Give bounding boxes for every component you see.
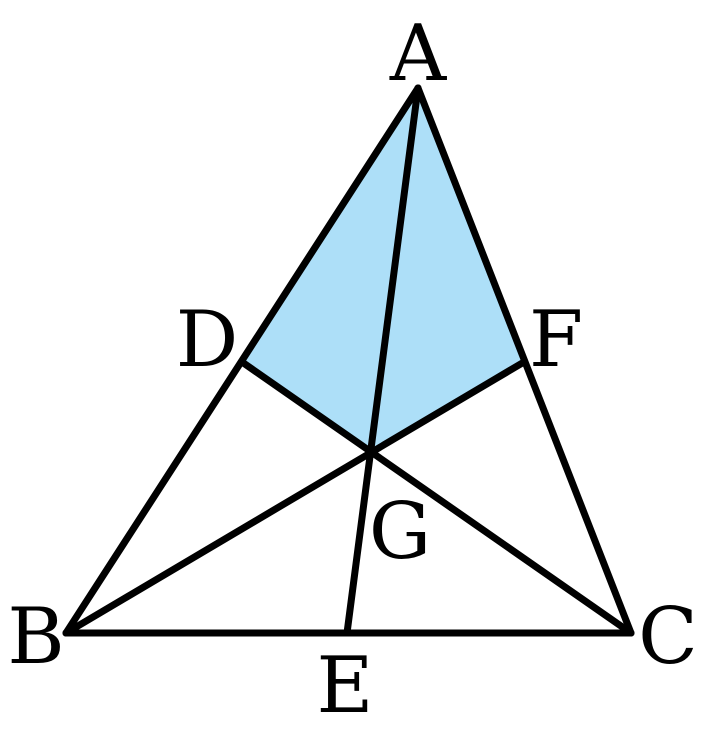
label-b: B [7, 592, 64, 682]
label-f: F [529, 295, 583, 385]
label-e: E [317, 641, 374, 731]
label-d: D [176, 295, 239, 385]
cevian-bf [62, 358, 528, 637]
cevian-cd [238, 358, 635, 637]
shaded-region-adgf [242, 88, 524, 451]
label-c: C [638, 592, 698, 682]
label-a: A [389, 9, 448, 99]
label-g: G [369, 487, 431, 577]
cevian-ae [343, 84, 422, 637]
